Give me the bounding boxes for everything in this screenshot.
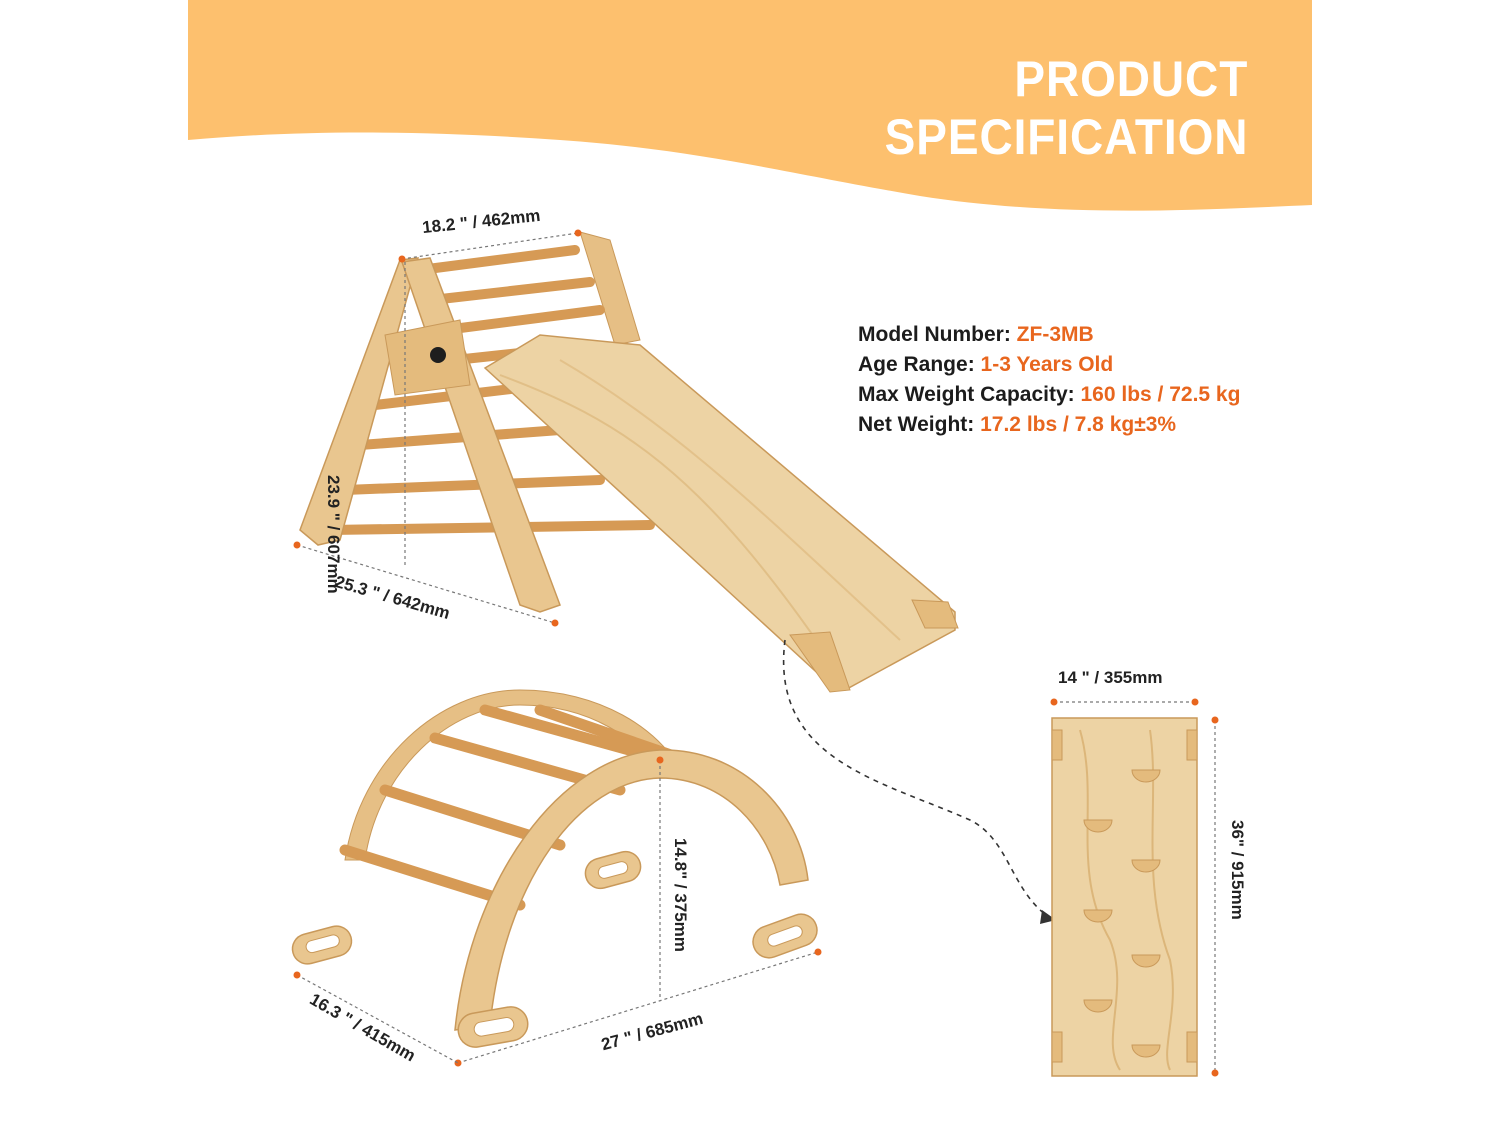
spec-label: Model Number — [858, 323, 1004, 346]
spec-value: 160 lbs / 72.5 kg — [1080, 383, 1241, 406]
dim-board-width: 14 " / 355mm — [1058, 668, 1163, 687]
spec-net-weight: Net Weight: 17.2 lbs / 7.8 kg±3% — [858, 413, 1177, 436]
dim-arch-height: 14.8" / 375mm — [671, 838, 690, 952]
spec-label: Max Weight Capacity — [858, 383, 1068, 406]
triangle-dimension-lines — [293, 229, 582, 627]
triangle-climber-image — [299, 231, 959, 693]
spec-label: Age Range — [858, 353, 968, 376]
board-dimension-lines — [1050, 698, 1219, 1077]
climbing-board-image — [1051, 717, 1198, 1077]
title-line-1: PRODUCT — [1014, 51, 1248, 107]
spec-max-weight: Max Weight Capacity: 160 lbs / 72.5 kg — [858, 383, 1241, 406]
banner-background — [188, 0, 1312, 211]
title-line-2: SPECIFICATION — [884, 109, 1248, 165]
spec-value: ZF-3MB — [1016, 323, 1094, 346]
spec-age-range: Age Range: 1-3 Years Old — [858, 353, 1114, 376]
spec-model-number: Model Number: ZF-3MB — [858, 323, 1094, 346]
arch-climber-image — [291, 689, 818, 1048]
spec-label: Net Weight — [858, 413, 968, 436]
spec-value: 1-3 Years Old — [980, 353, 1114, 376]
dim-board-length: 36" / 915mm — [1228, 820, 1247, 920]
arch-dimension-lines — [293, 756, 822, 1067]
spec-value: 17.2 lbs / 7.8 kg±3% — [980, 413, 1177, 436]
